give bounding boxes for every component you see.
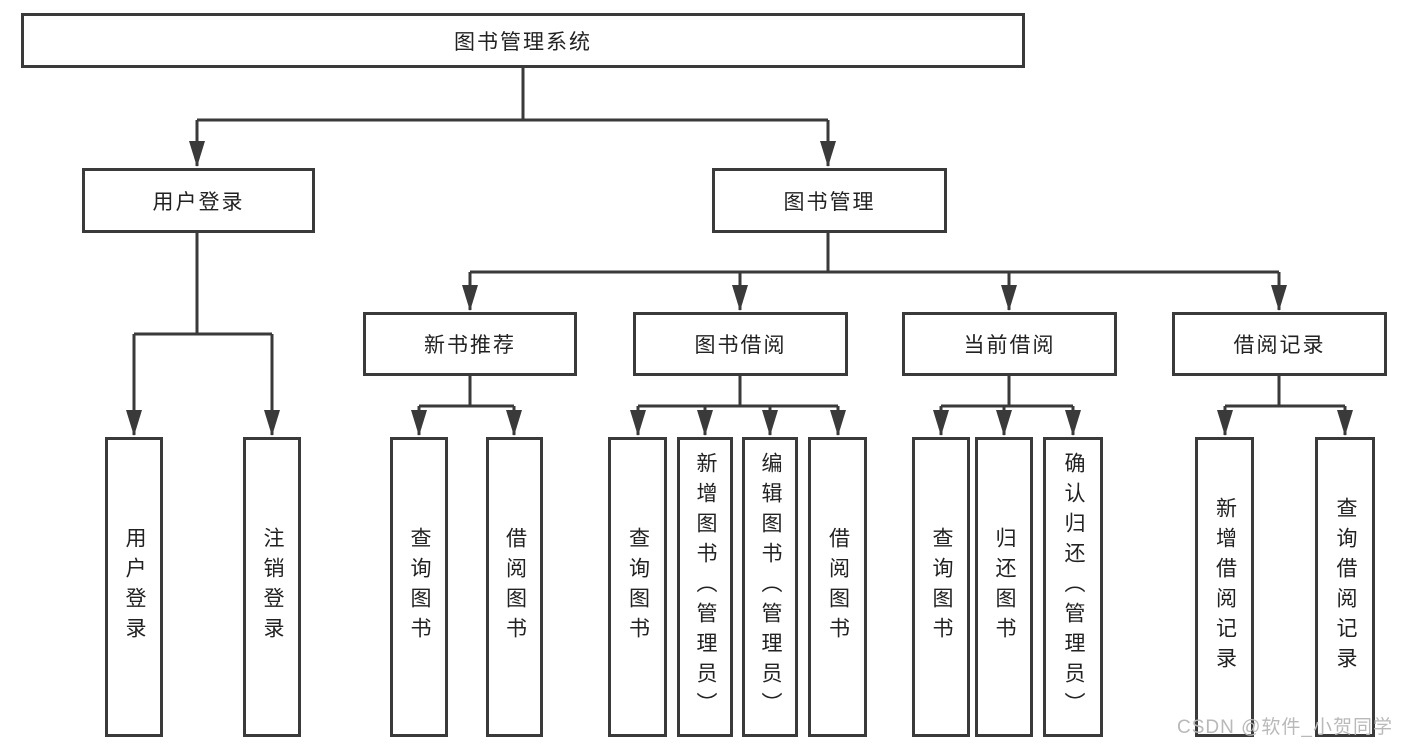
leaf-label: 查询图书 [408, 527, 432, 647]
leaf-query-books-borrow: 查询图书 [608, 437, 667, 737]
leaf-label: 新增图书（管理员） [694, 452, 718, 722]
leaf-label: 用户登录 [123, 527, 147, 647]
leaf-edit-book-admin: 编辑图书（管理员） [742, 437, 798, 737]
leaf-label: 确认归还（管理员） [1062, 452, 1086, 722]
leaf-label: 归还图书 [993, 527, 1017, 647]
connector-root [189, 68, 836, 167]
leaf-add-book-admin: 新增图书（管理员） [677, 437, 733, 737]
node-current-borrow: 当前借阅 [902, 312, 1117, 376]
leaf-query-borrow-record: 查询借阅记录 [1315, 437, 1375, 737]
csdn-watermark: CSDN @软件_小贺同学 [1177, 717, 1393, 738]
leaf-borrow-books-recommend: 借阅图书 [486, 437, 543, 737]
leaf-add-borrow-record: 新增借阅记录 [1195, 437, 1254, 737]
leaf-label: 查询图书 [626, 527, 650, 647]
leaf-confirm-return-admin: 确认归还（管理员） [1043, 437, 1103, 737]
leaf-borrow-books: 借阅图书 [808, 437, 867, 737]
leaf-label: 查询图书 [930, 527, 954, 647]
leaf-query-books-recommend: 查询图书 [390, 437, 448, 737]
node-book-management: 图书管理 [712, 168, 947, 233]
leaf-label: 借阅图书 [826, 527, 850, 647]
leaf-label: 注销登录 [261, 527, 285, 647]
leaf-label: 借阅图书 [503, 527, 527, 647]
connector-new-book-recommend [411, 376, 522, 436]
leaf-logout: 注销登录 [243, 437, 301, 737]
connector-book-management [462, 233, 1287, 311]
node-new-book-recommend: 新书推荐 [363, 312, 577, 376]
node-library-system: 图书管理系统 [21, 13, 1025, 68]
leaf-label: 编辑图书（管理员） [759, 452, 783, 722]
leaf-return-book: 归还图书 [975, 437, 1033, 737]
leaf-label: 查询借阅记录 [1334, 497, 1358, 677]
node-user-login: 用户登录 [82, 168, 315, 233]
node-borrow-records: 借阅记录 [1172, 312, 1387, 376]
connector-user-login [126, 233, 280, 436]
connector-book-borrow [630, 376, 846, 436]
connector-borrow-records [1217, 376, 1353, 436]
node-book-borrow: 图书借阅 [633, 312, 848, 376]
leaf-query-books-current: 查询图书 [912, 437, 970, 737]
leaf-user-login: 用户登录 [105, 437, 163, 737]
leaf-label: 新增借阅记录 [1213, 497, 1237, 677]
connector-current-borrow [933, 376, 1081, 436]
